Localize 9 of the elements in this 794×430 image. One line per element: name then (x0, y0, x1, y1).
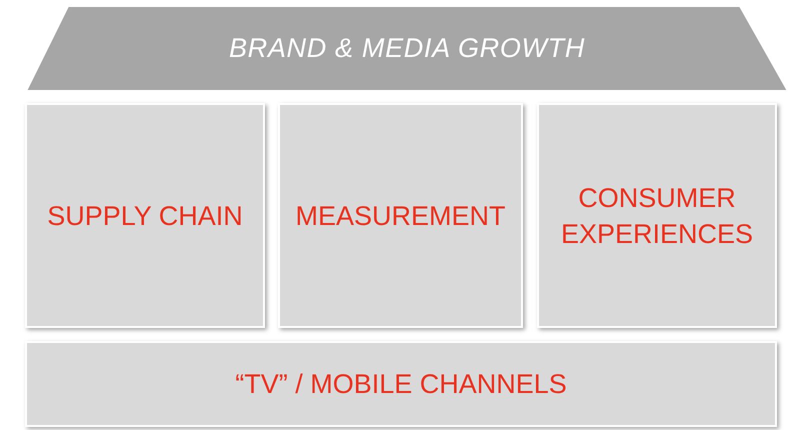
box-label: “TV” / MOBILE CHANNELS (235, 368, 567, 401)
roof-title: BRAND & MEDIA GROWTH (228, 32, 585, 66)
pillar-box (537, 103, 777, 328)
pillar-box (278, 103, 523, 328)
box-label: CONSUMER EXPERIENCES (560, 182, 754, 250)
box-label: MEASUREMENT (295, 200, 506, 232)
foundation-box (25, 341, 777, 427)
box-label: SUPPLY CHAIN (47, 200, 243, 232)
pillar-box (25, 103, 265, 328)
